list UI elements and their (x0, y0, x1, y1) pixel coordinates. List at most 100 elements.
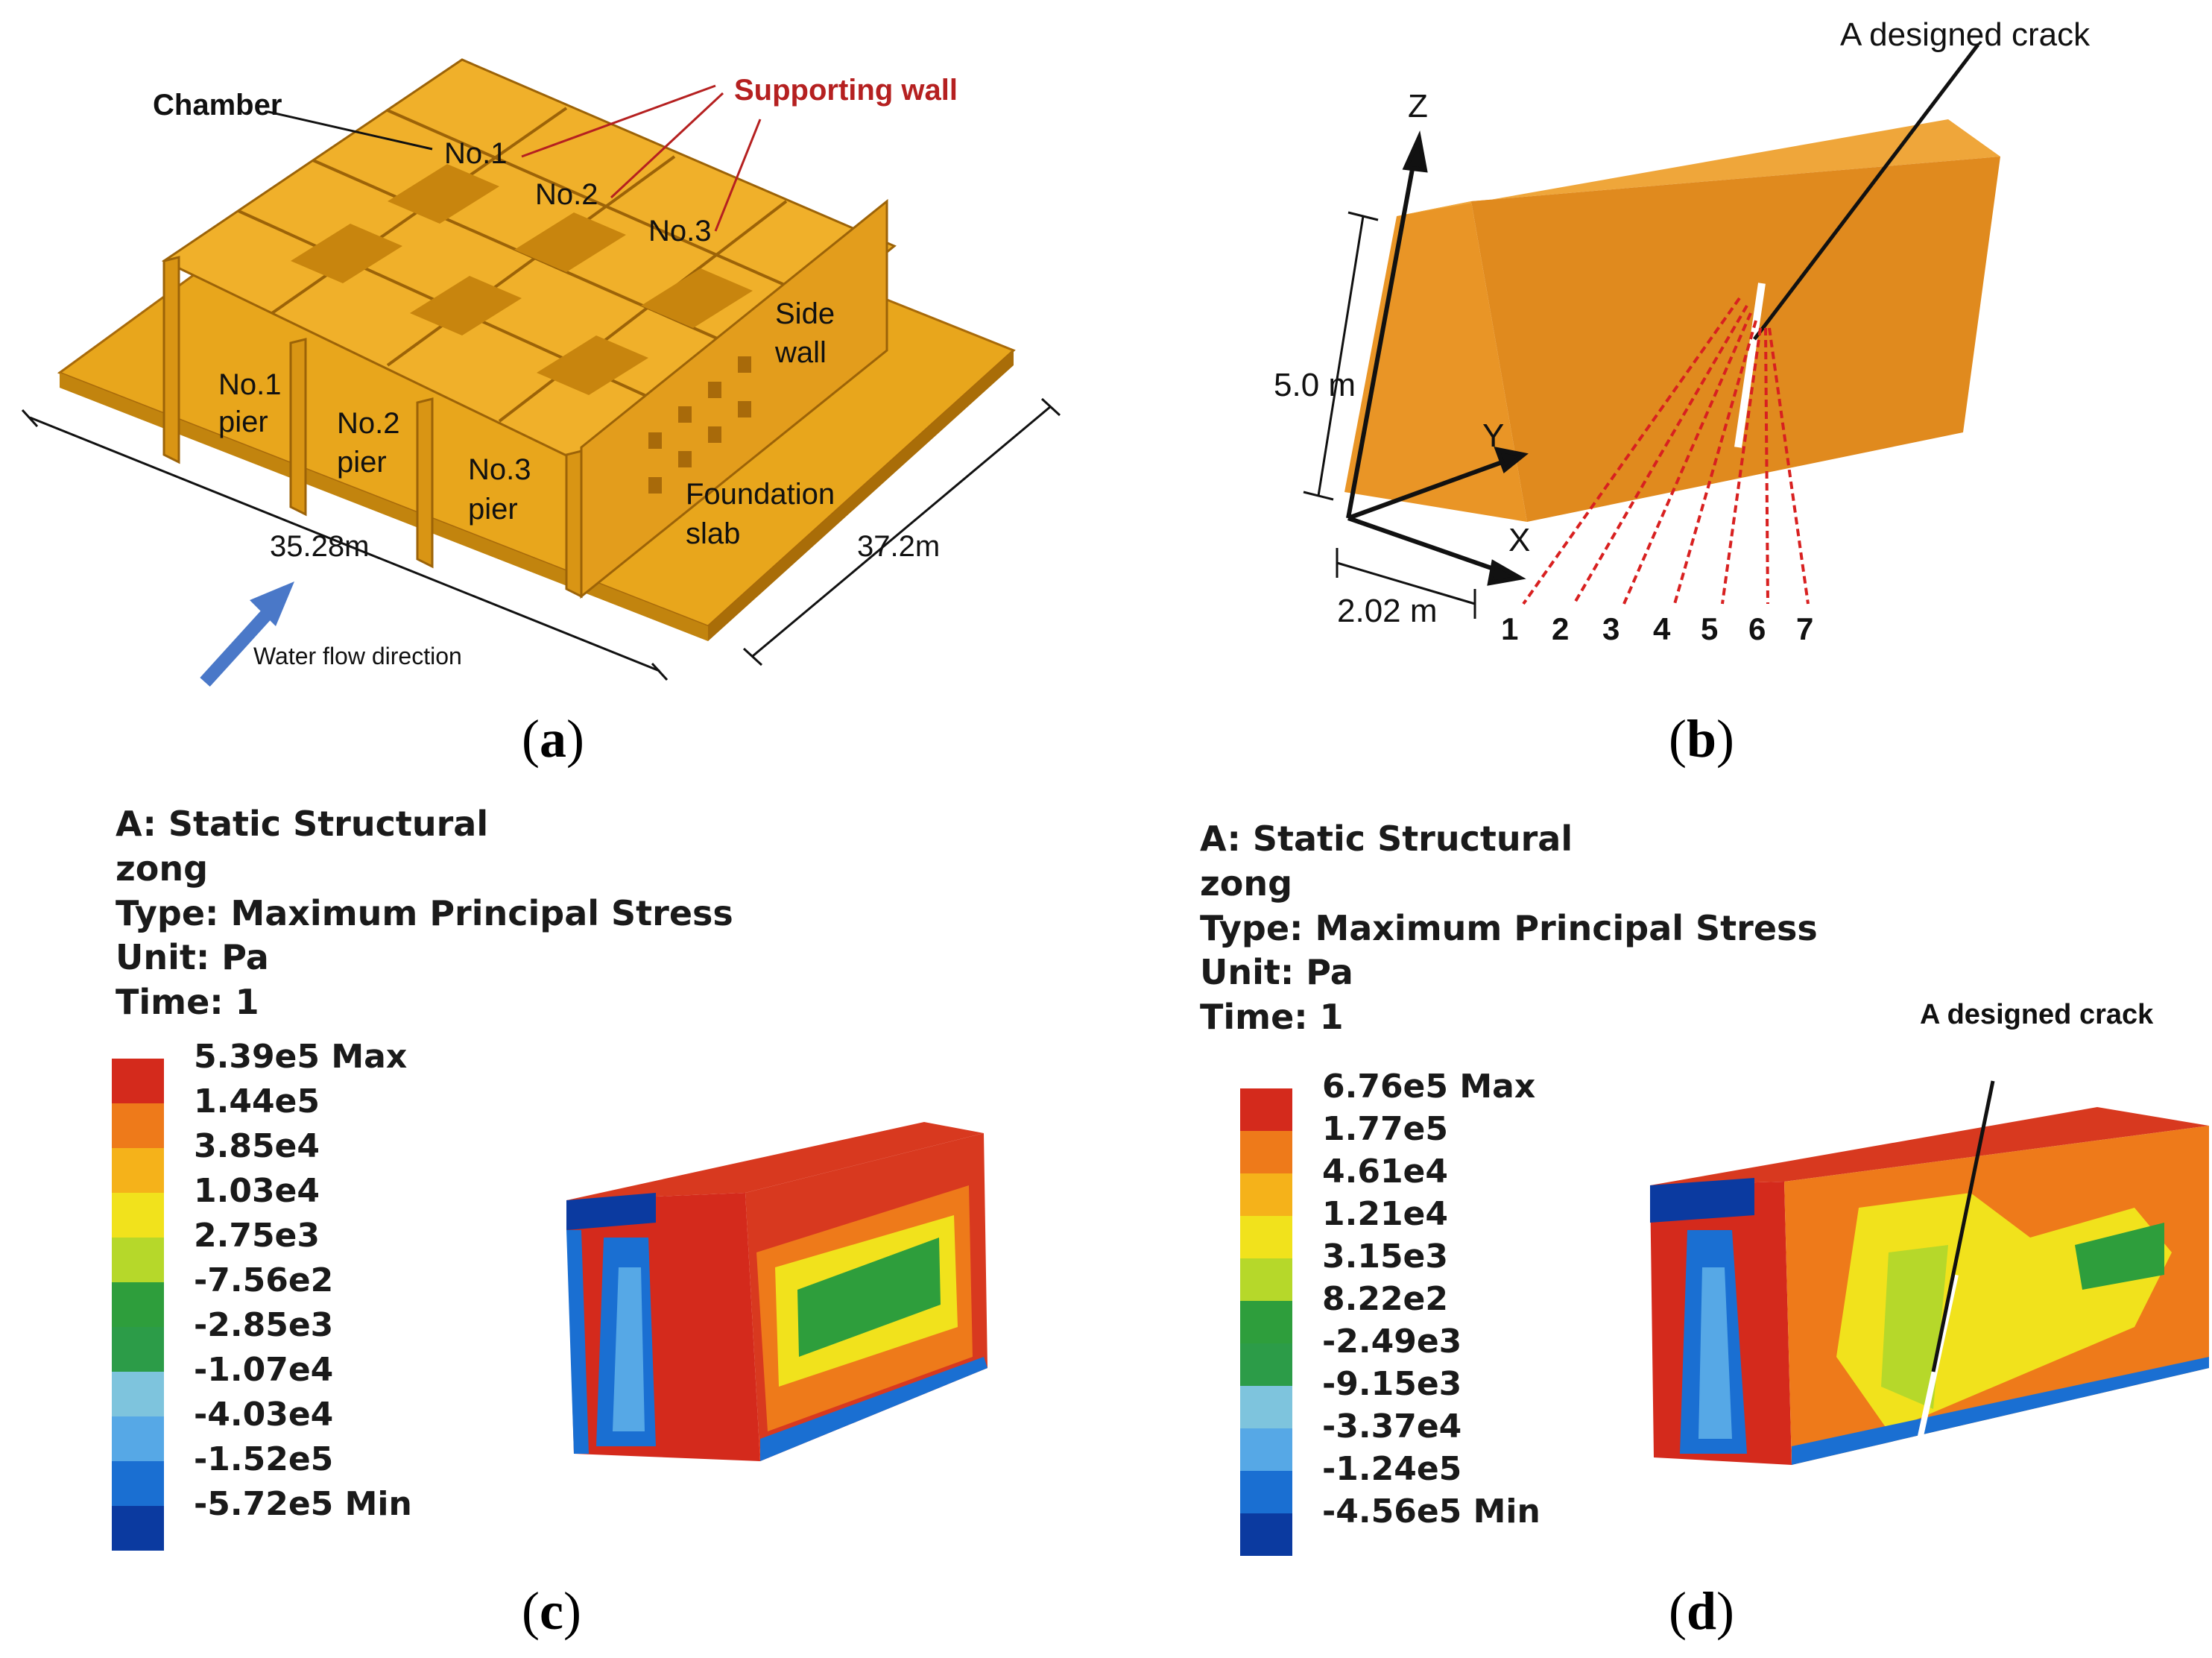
legend-label: -4.03e4 (194, 1396, 334, 1434)
thickness-dimension (1336, 548, 1476, 619)
legend-swatch (112, 1506, 164, 1551)
water-flow-arrow (200, 581, 294, 687)
side-wall (580, 198, 888, 599)
supporting-wall-leaders (521, 84, 762, 232)
pier3-label-2: pier (468, 493, 518, 526)
caption-a: (a) (522, 709, 584, 769)
result-unit: Unit: Pa (1200, 952, 1353, 993)
pier1-label-2: pier (218, 406, 268, 438)
legend-swatch (112, 1327, 164, 1372)
contour-blue-edge (760, 1357, 987, 1461)
legend-label: 2.75e3 (194, 1217, 320, 1255)
width-dimension (21, 409, 669, 681)
supporting-wall-label: Supporting wall (734, 74, 958, 107)
contour-lightgreen-zone (1881, 1245, 1948, 1409)
legend-label: 8.22e2 (1322, 1280, 1449, 1318)
side-wall-openings (648, 356, 751, 494)
legend-swatch (1240, 1216, 1292, 1258)
width-dimension-label: 35.28m (270, 530, 370, 563)
legend-swatch (1240, 1386, 1292, 1428)
legend-label: 1.44e5 (194, 1082, 320, 1120)
panel-c: A: Static Structural zong Type: Maximum … (0, 790, 1106, 1658)
x-axis-label: X (1508, 522, 1531, 558)
stress-contour-c (566, 1122, 987, 1461)
legend-label: -1.52e5 (194, 1440, 334, 1478)
contour-top-left-blue (1650, 1178, 1754, 1223)
block-top-face (1397, 119, 2000, 216)
legend-swatch (1240, 1471, 1292, 1513)
panel-b: A designed crack Z Y X 5.0 m 2.02 m 1 2 … (1106, 0, 2212, 790)
chamber-no2-label: No.2 (535, 178, 598, 211)
legend-label: 5.39e5 Max (194, 1038, 408, 1076)
probe-label-2: 2 (1552, 611, 1570, 646)
y-axis-label: Y (1482, 417, 1505, 454)
panel-a: Chamber Supporting wall No.1 No.2 No.3 S… (0, 0, 1106, 790)
probe-label-5: 5 (1701, 611, 1719, 646)
legend-swatch (112, 1372, 164, 1416)
legend-label: -7.56e2 (194, 1261, 334, 1299)
legend-swatch (1240, 1258, 1292, 1301)
crack-leader (1753, 43, 1979, 341)
contour-left-edge (566, 1230, 589, 1454)
foundation-label-1: Foundation (686, 478, 835, 511)
contour-green-band (797, 1238, 941, 1357)
contour-blue-edge (1792, 1357, 2209, 1465)
legend-swatch (112, 1238, 164, 1282)
block-side-face (1471, 157, 2000, 522)
probe-label-1: 1 (1501, 611, 1519, 646)
legend-label: -1.24e5 (1322, 1450, 1462, 1488)
legend-swatch (112, 1193, 164, 1238)
axes (1346, 130, 1529, 586)
legend-label: -2.49e3 (1322, 1323, 1462, 1361)
panel-d: A: Static Structural zong Type: Maximum … (1106, 790, 2212, 1658)
foundation-label-2: slab (686, 517, 741, 550)
chamber-no1-label: No.1 (444, 137, 508, 170)
sluice-model-drawing (21, 58, 1061, 687)
chamber-openings (291, 164, 753, 395)
contour-lightblue-column (1698, 1267, 1732, 1439)
analysis-title: A: Static Structural (1200, 819, 1573, 859)
legend-swatch (112, 1148, 164, 1193)
analysis-title: A: Static Structural (116, 804, 489, 844)
contour-top-left-blue (566, 1193, 656, 1230)
chamber-label: Chamber (153, 89, 282, 122)
legend-label: -9.15e3 (1322, 1365, 1462, 1403)
result-unit: Unit: Pa (116, 937, 269, 978)
contour-block-top (566, 1122, 984, 1200)
contour-lightblue-column (613, 1267, 645, 1431)
probe-label-4: 4 (1653, 611, 1671, 646)
contour-block-front (566, 1193, 760, 1461)
result-header-d: A: Static Structural zong Type: Maximum … (1200, 817, 1818, 1040)
contour-block-top (1650, 1107, 2209, 1185)
legend-swatch (1240, 1301, 1292, 1343)
foundation-slab-edge (60, 373, 708, 641)
pier3-label-1: No.3 (468, 453, 531, 486)
crack-model-drawing (1303, 43, 2000, 619)
piers (162, 256, 583, 599)
legend-label: -1.07e4 (194, 1351, 334, 1389)
legend-swatch (112, 1282, 164, 1327)
depth-dimension-label: 37.2m (857, 530, 941, 563)
legend-swatch (1240, 1428, 1292, 1471)
result-type: Type: Maximum Principal Stress (1200, 907, 1818, 948)
legend-swatch (112, 1461, 164, 1506)
crack-label: A designed crack (1920, 999, 2154, 1030)
probe-lines (1522, 297, 1810, 605)
legend-swatch (112, 1103, 164, 1148)
result-time: Time: 1 (1200, 997, 1344, 1038)
height-dimension (1303, 211, 1379, 501)
chamber-no3-label: No.3 (648, 215, 712, 248)
designed-crack (1734, 283, 1766, 448)
legend-label: 3.85e4 (194, 1127, 320, 1165)
caption-b: (b) (1669, 709, 1735, 769)
result-header-c: A: Static Structural zong Type: Maximum … (116, 802, 733, 1025)
caption-d: (d) (1669, 1581, 1735, 1641)
legend-label: 6.76e5 Max (1322, 1068, 1536, 1106)
result-time: Time: 1 (116, 982, 259, 1023)
probe-label-3: 3 (1602, 611, 1620, 646)
legend-label: -2.85e3 (194, 1306, 334, 1344)
crack-label: A designed crack (1840, 16, 2091, 53)
height-label: 5.0 m (1274, 367, 1356, 403)
legend-swatch (1240, 1513, 1292, 1556)
depth-dimension (742, 397, 1061, 666)
